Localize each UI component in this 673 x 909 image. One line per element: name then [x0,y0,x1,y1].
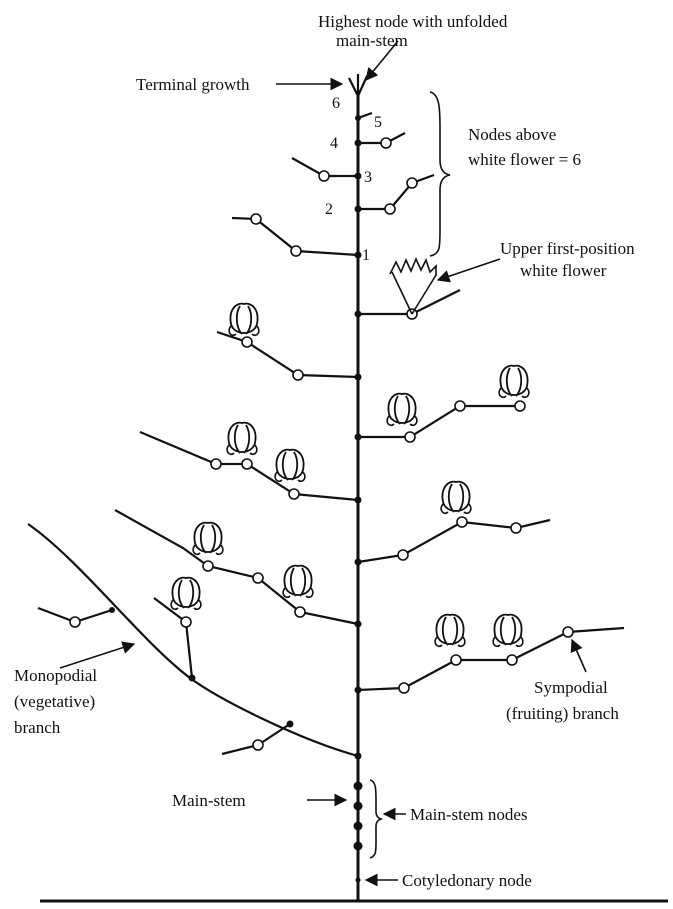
white-flower-branch [358,259,460,319]
node-number-2: 2 [325,201,333,218]
white-flower-label-line2: white flower [520,261,607,280]
node-number-4: 4 [330,135,338,152]
branch-node-4 [292,158,358,181]
branch-node-6 [358,113,372,118]
main-stem-nodes-label: Main-stem nodes [410,805,528,824]
terminal-growth-label: Terminal growth [136,75,250,94]
sympodial-arrow [572,640,586,672]
nodes-above-label-line2: white flower = 6 [468,150,581,169]
fruiting-branch-right-2 [358,482,550,562]
main-stem-label: Main-stem [172,791,246,810]
cotyledonary-node-label: Cotyledonary node [402,871,532,890]
node-number-5: 5 [374,114,382,131]
monopodial-label-line1: Monopodial [14,666,97,685]
nodes-above-bracket [430,92,450,256]
monopodial-arrow [60,644,134,668]
node-number-6: 6 [332,95,340,112]
fruiting-branch-left-3 [115,510,358,624]
sympodial-label-line1: Sympodial [534,678,608,697]
fruiting-branch-left-2 [140,423,358,500]
white-flower-arrow [438,259,500,280]
highest-node-label-line2: main-stem [336,31,408,50]
terminal-growth-icon [349,74,367,96]
nodes-above-label-line1: Nodes above [468,125,556,144]
monopodial-label-line3: branch [14,718,61,737]
node-number-3: 3 [364,169,372,186]
main-stem-nodes-bracket [370,780,381,858]
fruiting-branch-right-1 [358,366,529,442]
branch-node-1 [232,214,358,256]
monopodial-label-line2: (vegetative) [14,692,95,711]
highest-node-label-line1: Highest node with unfolded [318,12,508,31]
branch-node-5 [358,133,405,148]
node-number-1: 1 [362,247,370,264]
white-flower-label-line1: Upper first-position [500,239,635,258]
sympodial-label-line2: (fruiting) branch [506,704,619,723]
fruiting-branch-left-1 [217,304,358,380]
monopodial-branch [28,524,358,756]
